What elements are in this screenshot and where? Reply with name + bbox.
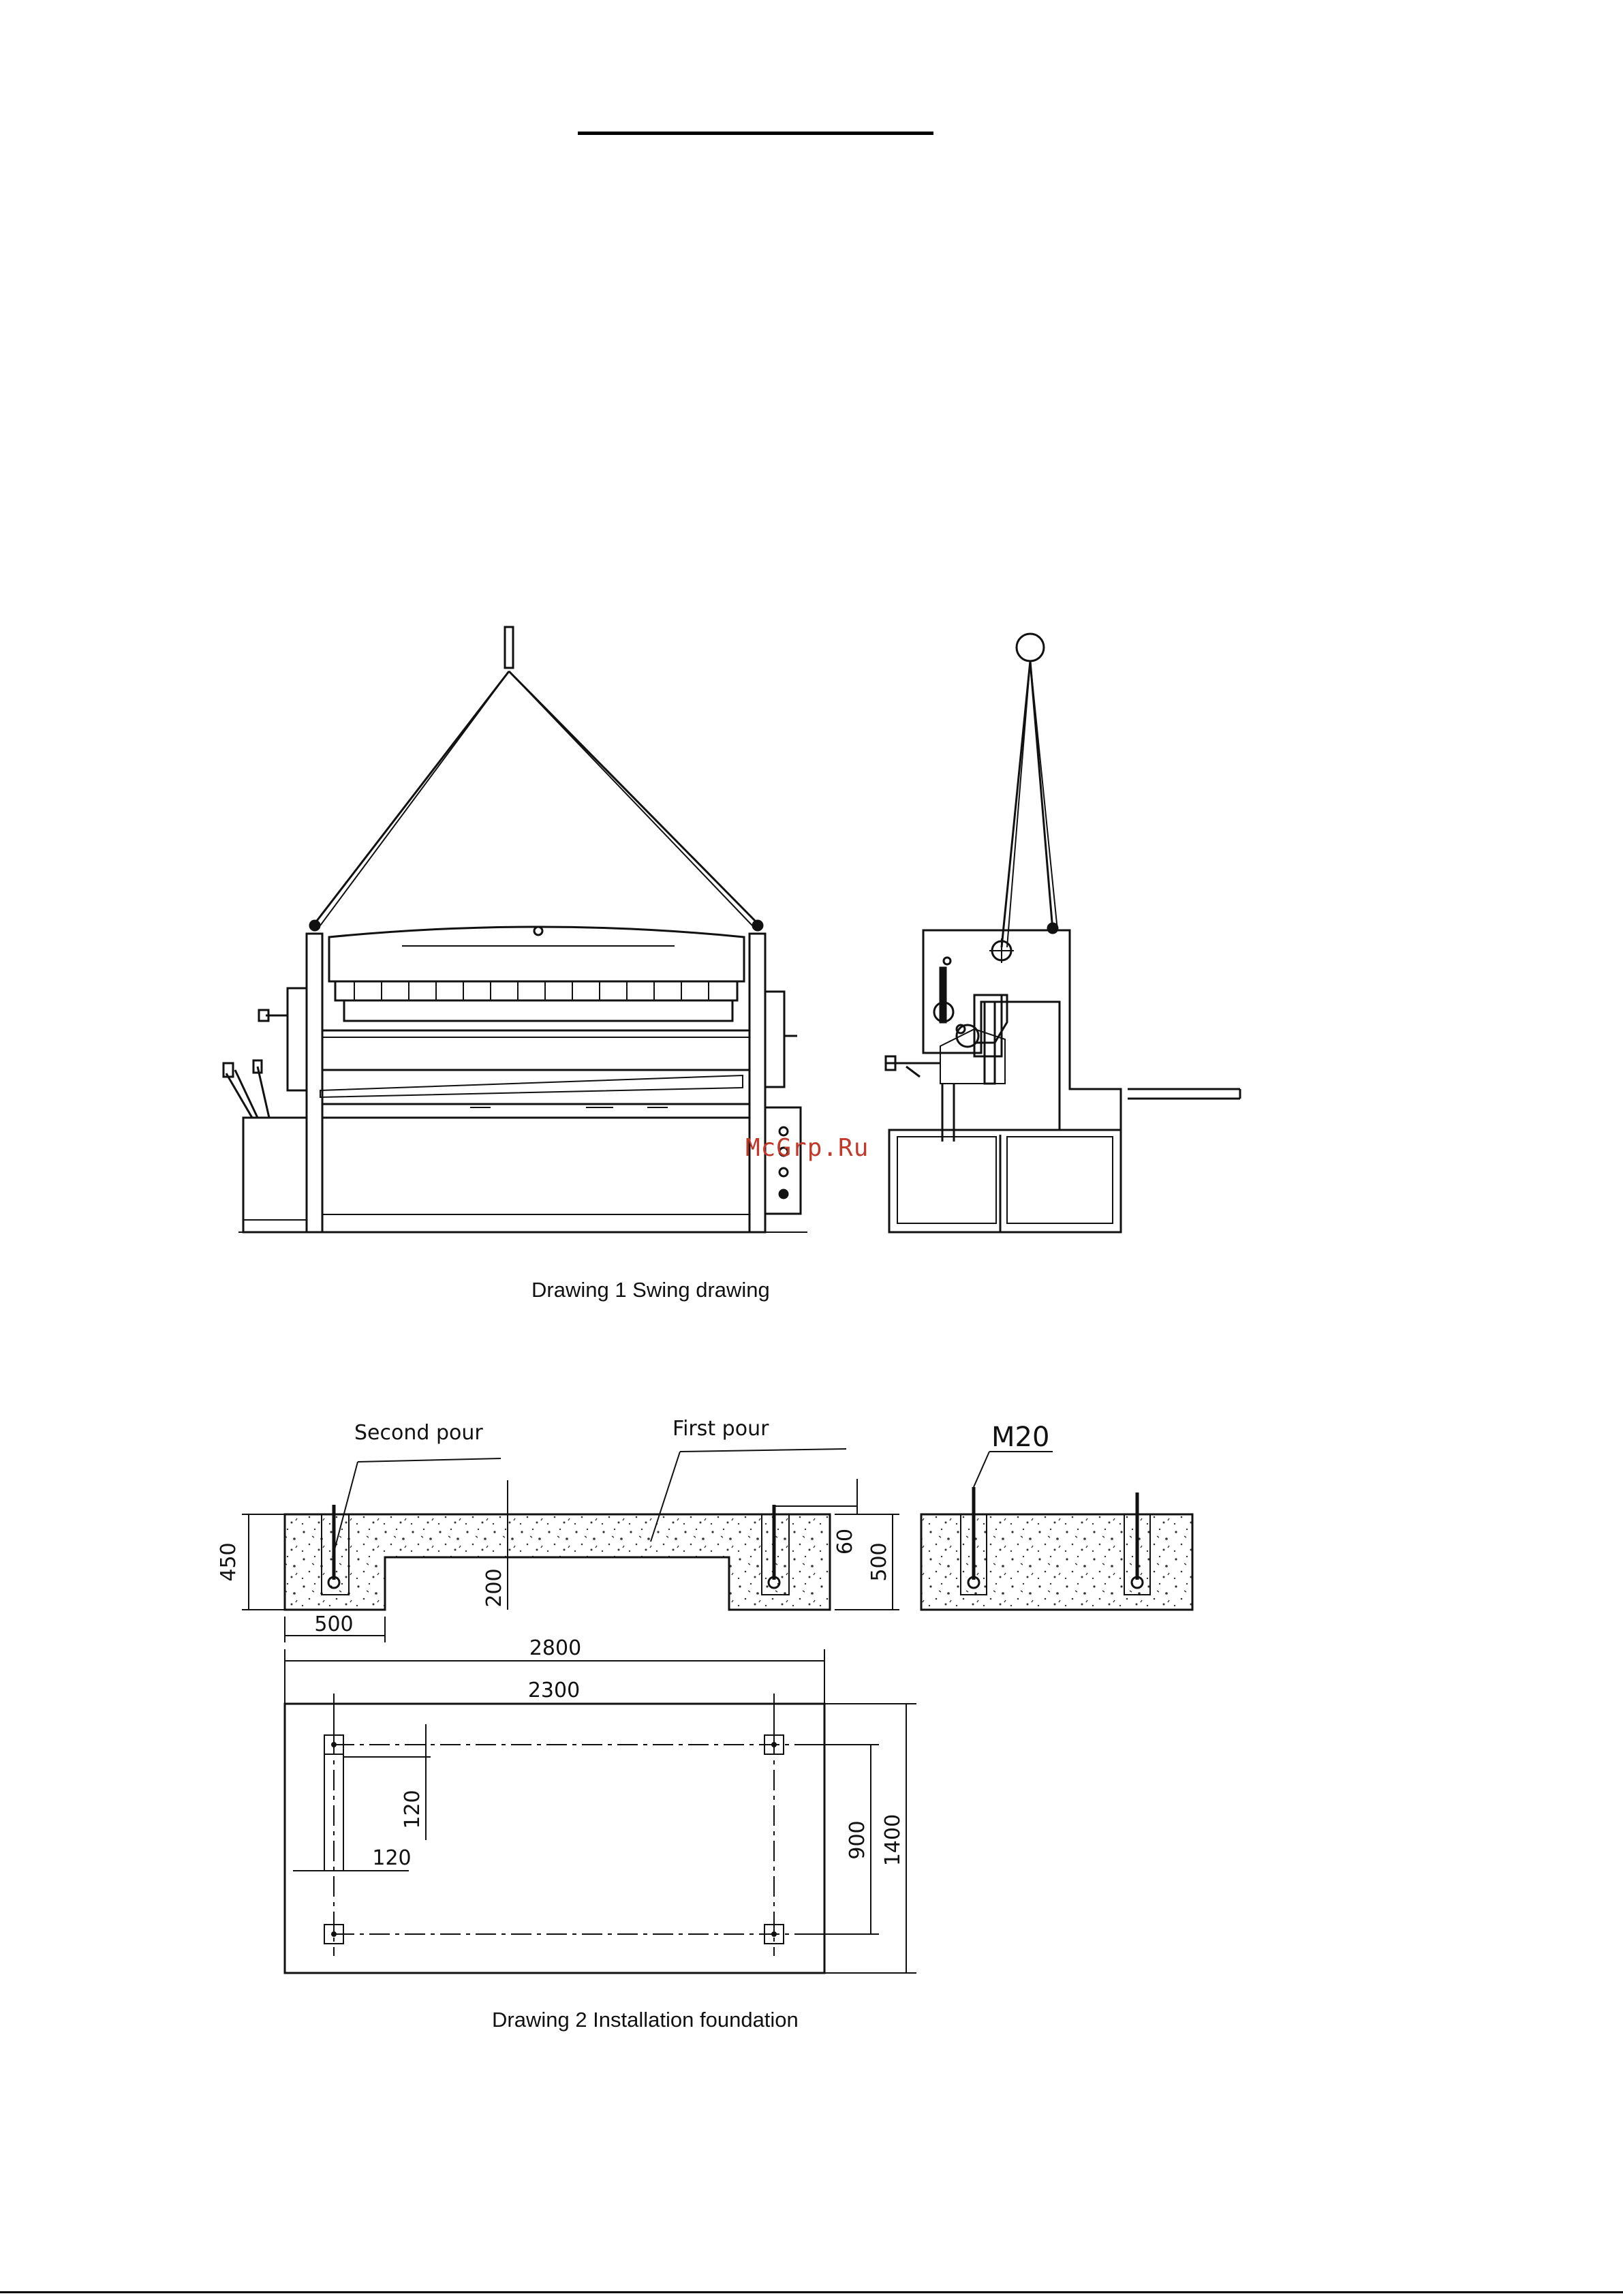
drawing-2-caption: Drawing 2 Installation foundation [492,2008,799,2032]
dim-900: 900 [846,1820,869,1859]
first-pour-label: First pour [673,1417,769,1441]
dim-2800: 2800 [529,1636,581,1660]
footer-rule [0,2291,1623,2293]
dim-60: 60 [833,1529,857,1555]
dim-2300: 2300 [528,1679,580,1702]
dim-200: 200 [482,1568,506,1607]
dim-450: 450 [217,1542,241,1581]
dim-500-right: 500 [867,1542,891,1581]
dim-120-horizontal: 120 [372,1846,411,1870]
dim-1400: 1400 [881,1814,905,1866]
dim-500-left: 500 [314,1612,353,1636]
bolt-detail-section [921,1452,1192,1610]
foundation-plan [285,1649,916,1973]
m20-bolt-label: M20 [991,1422,1049,1453]
second-pour-label: Second pour [354,1421,483,1445]
dim-120-vertical: 120 [401,1790,424,1828]
